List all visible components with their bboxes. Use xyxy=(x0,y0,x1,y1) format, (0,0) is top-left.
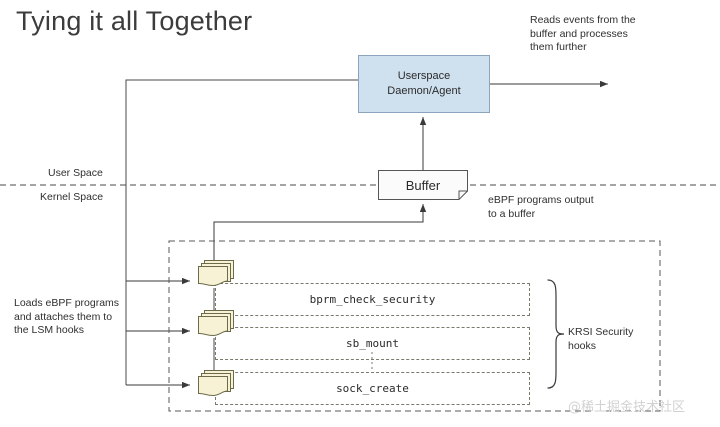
page-title: Tying it all Together xyxy=(16,6,253,36)
buffer-note-shape xyxy=(378,170,468,200)
ebpf-program-stack-icon[interactable] xyxy=(196,368,236,398)
lsm-hook-sock-create[interactable]: sock_create xyxy=(215,372,530,405)
user-space-label: User Space xyxy=(48,167,103,179)
annotation-krsi-hooks: KRSI Security hooks xyxy=(568,326,634,352)
document-stack-icon xyxy=(198,370,234,397)
kernel-space-label: Kernel Space xyxy=(40,191,104,203)
krsi-brace xyxy=(547,279,565,389)
userspace-daemon-line1: Userspace xyxy=(397,70,451,82)
ebpf-program-stack-icon[interactable] xyxy=(196,308,236,338)
lsm-hook-sb-mount[interactable]: sb_mount xyxy=(215,327,530,360)
annotation-ebpf-output: eBPF programs output to a buffer xyxy=(488,194,594,220)
lsm-hook-label: sock_create xyxy=(336,382,409,395)
userspace-daemon-line2: Daemon/Agent xyxy=(387,85,461,97)
buffer-box[interactable]: Buffer xyxy=(378,170,468,200)
lsm-hook-label: bprm_check_security xyxy=(309,293,436,306)
buffer-output-line xyxy=(213,204,427,268)
watermark: @稀土掘金技术社区 xyxy=(568,400,686,415)
userspace-daemon-box[interactable]: Userspace Daemon/Agent xyxy=(358,55,490,113)
annotation-reads-events: Reads events from the buffer and process… xyxy=(530,14,636,53)
buffer-label: Buffer xyxy=(405,177,441,193)
document-stack-icon xyxy=(198,310,234,337)
ebpf-program-stack-icon[interactable] xyxy=(196,258,236,288)
document-stack-icon xyxy=(198,260,234,287)
lsm-hook-label: sb_mount xyxy=(346,337,399,350)
annotation-loads-programs: Loads eBPF programs and attaches them to… xyxy=(14,297,120,336)
lsm-hook-bprm-check-security[interactable]: bprm_check_security xyxy=(215,283,530,316)
